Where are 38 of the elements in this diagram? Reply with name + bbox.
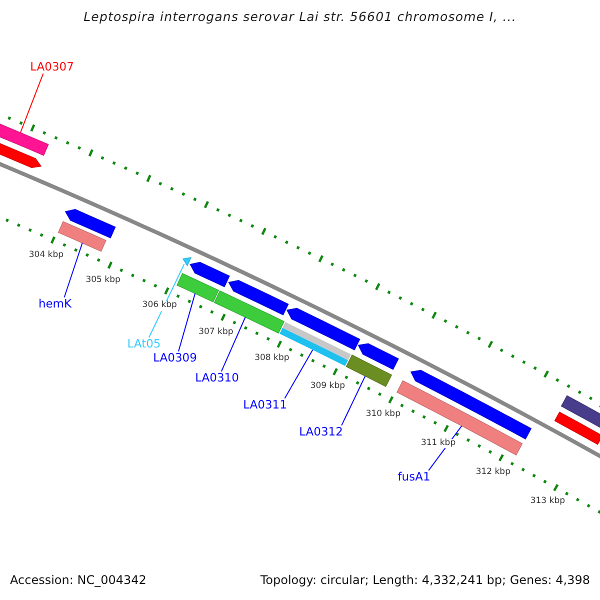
tick-label: 305 kbp (84, 276, 122, 286)
leader-line (178, 293, 196, 352)
tick-label: 304 kbp (28, 250, 65, 260)
gene-label: LA0311 (243, 398, 287, 412)
gene-block (176, 272, 220, 302)
footer-text: Accession: NC_004342 (10, 574, 146, 588)
tick-label: 309 kbp (309, 382, 346, 392)
gene-feature (358, 343, 399, 370)
gene-feature (182, 257, 192, 266)
tick-label: 312 kbp (474, 468, 512, 478)
tick-label: 313 kbp (529, 498, 566, 508)
gene-label: LA0309 (153, 351, 197, 365)
title: Leptospira interrogans serovar Lai str. 56601 chromosome I, ... (84, 10, 516, 24)
gene-label: hemK (38, 297, 72, 311)
gene-block (214, 290, 285, 334)
gene-feature (190, 262, 230, 288)
gene-block (346, 354, 392, 387)
gene-feature (286, 308, 360, 350)
gene-label: LAt05 (127, 337, 161, 351)
gene-label: LA0310 (195, 371, 239, 385)
gene-feature (410, 370, 532, 440)
tick-label: 307 kbp (198, 328, 234, 338)
gene-block (554, 412, 600, 445)
leader-line (284, 349, 314, 399)
gene-block (560, 395, 600, 428)
leader-line (20, 73, 44, 134)
gene-feature (228, 280, 289, 316)
gene-label: LA0312 (299, 425, 343, 439)
leader-line (220, 316, 246, 372)
footer-text: Topology: circular; Length: 4,332,241 bp; Genes: 4,398 (260, 574, 590, 588)
tick-label: 311 kbp (420, 438, 457, 448)
gene-feature (64, 209, 116, 238)
tick-label: 308 kbp (254, 354, 290, 364)
gene-block (58, 221, 106, 252)
gene-label: LA0307 (30, 60, 74, 74)
tick-label: 310 kbp (364, 410, 402, 420)
tick-label: 306 kbp (141, 301, 178, 312)
gene-label: fusA1 (398, 470, 430, 484)
